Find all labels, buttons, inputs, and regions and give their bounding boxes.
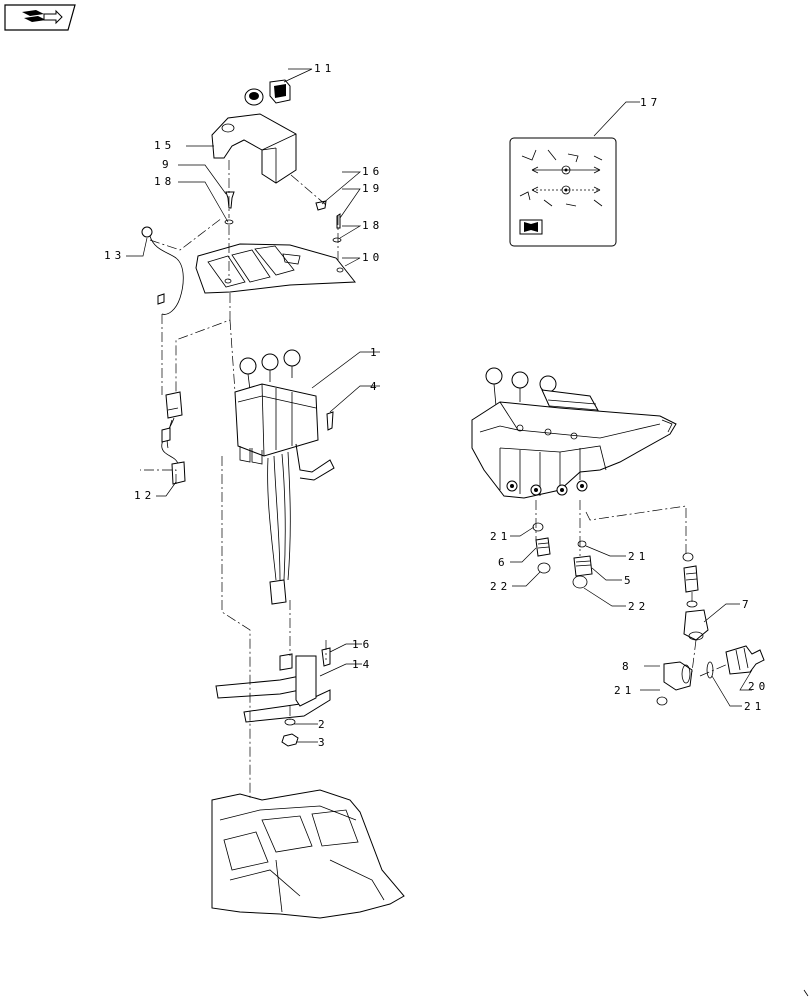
- book-arrow-icon: [22, 9, 63, 25]
- part-10-plate: [195, 243, 356, 294]
- o-ring-21-b: [577, 540, 587, 548]
- assembly-centerlines-left: [140, 160, 339, 800]
- fitting-7: [683, 565, 709, 641]
- callout-13: 13: [104, 249, 125, 262]
- pin-19: [336, 213, 341, 229]
- callout-16: 16: [352, 638, 373, 651]
- callout-labels: 11 15 9 18 16 19 18 13 10 1 4 12 16 14 2…: [104, 62, 769, 749]
- screw-4: [326, 411, 334, 431]
- part-round-cap: [244, 88, 264, 106]
- callout-19: 19: [362, 182, 383, 195]
- fitting-6: [535, 537, 551, 557]
- callout-21: 21: [614, 684, 635, 697]
- callout-11: 11: [314, 62, 335, 75]
- callout-8: 8: [622, 660, 633, 673]
- coupler-20: [725, 645, 765, 675]
- right-valve-assembly: [471, 367, 677, 499]
- callout-1: 1: [370, 346, 381, 359]
- callout-4: 4: [370, 380, 381, 393]
- o-ring-21-e: [706, 661, 714, 679]
- callout-22: 22: [490, 580, 511, 593]
- back-navigation-button[interactable]: [4, 4, 76, 31]
- cab-frame: [211, 789, 405, 919]
- washer-18-left: [224, 219, 234, 225]
- washer-18-right: [332, 237, 342, 243]
- callout-21: 21: [744, 700, 765, 713]
- decal-17: [509, 137, 617, 247]
- callout-7: 7: [742, 598, 753, 611]
- callout-18: 18: [154, 175, 175, 188]
- callout-22: 22: [628, 600, 649, 613]
- leader-lines: [126, 68, 753, 743]
- o-ring-22-b: [572, 575, 588, 589]
- part-12-harness: [161, 391, 186, 485]
- callout-2: 2: [318, 718, 329, 731]
- o-ring-21-d: [656, 696, 668, 706]
- part-11-switch: [269, 79, 291, 104]
- screw-9: [225, 191, 235, 209]
- o-ring-22-a: [537, 562, 551, 574]
- part-15-console: [211, 113, 297, 184]
- o-ring-21-c: [682, 552, 694, 562]
- callout-9: 9: [162, 158, 173, 171]
- nut-3: [281, 733, 299, 747]
- callout-10: 10: [362, 251, 383, 264]
- corner-mark: [803, 989, 809, 997]
- fitting-5: [573, 555, 593, 577]
- part-1-joystick-valve: [234, 349, 335, 605]
- callout-21: 21: [628, 550, 649, 563]
- callout-18: 18: [362, 219, 383, 232]
- callout-12: 12: [134, 489, 155, 502]
- o-ring-21-a: [532, 522, 544, 532]
- callout-5: 5: [624, 574, 635, 587]
- part-14-bracket: [215, 653, 331, 723]
- callout-15: 15: [154, 139, 175, 152]
- part-13-sensor-cable: [141, 226, 184, 315]
- callout-14: 14: [352, 658, 373, 671]
- fitting-8-elbow: [663, 661, 693, 691]
- screw-16-lower: [321, 647, 331, 667]
- callout-20: 20: [748, 680, 769, 693]
- callout-16: 16: [362, 165, 383, 178]
- callout-3: 3: [318, 736, 329, 749]
- callout-17: 17: [640, 96, 661, 109]
- callout-21: 21: [490, 530, 511, 543]
- assembly-centerlines-right: [535, 500, 729, 677]
- callout-6: 6: [498, 556, 509, 569]
